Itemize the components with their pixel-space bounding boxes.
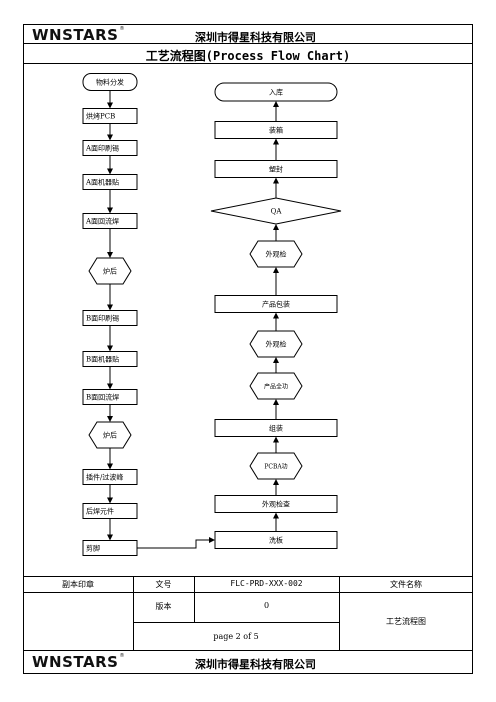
flow-node-l2: 烘烤PCB — [82, 108, 138, 124]
flow-node-label: A面印刷锡 — [85, 144, 119, 153]
flow-node-r11: 外观检查 — [214, 495, 338, 513]
flow-node-label: 炉后 — [103, 431, 117, 440]
flow-node-label: 洗板 — [269, 536, 283, 545]
flow-node-label: 外观检 — [266, 250, 287, 259]
footer-vline-2 — [194, 576, 195, 622]
flow-node-label: 产品全功 — [264, 383, 288, 391]
flow-node-label: 入库 — [269, 88, 283, 97]
flow-node-label: 插件/过波峰 — [86, 473, 123, 482]
flow-node-label: B面印刷锡 — [86, 314, 119, 323]
flow-node-l7: B面印刷锡 — [82, 310, 138, 326]
doc-no-value: FLC-PRD-XXX-002 — [230, 579, 303, 588]
flow-node-r5: 外观检 — [249, 240, 303, 268]
title-divider — [23, 63, 473, 64]
copy-stamp-label: 副本印章 — [62, 580, 94, 589]
footer-inner-divider — [133, 622, 339, 623]
version-label: 版本 — [155, 602, 172, 611]
flow-node-r10: PCBA功 — [249, 452, 303, 480]
flow-node-label: 组装 — [269, 424, 283, 433]
flow-node-r1: 入库 — [214, 82, 338, 102]
flow-node-label: 装箱 — [269, 126, 283, 135]
footer-vline-3 — [339, 576, 340, 650]
flow-node-r12: 洗板 — [214, 531, 338, 549]
flow-node-r7: 外观检 — [249, 330, 303, 358]
footer-company-logo: WNSTARS® — [32, 653, 125, 671]
flow-node-label: B面回流焊 — [86, 393, 119, 402]
flow-node-label: 烘烤PCB — [86, 112, 115, 121]
page-indicator: page 2 of 5 — [213, 632, 259, 641]
flow-node-label: PCBA功 — [264, 463, 287, 471]
flow-node-label: 塑封 — [269, 165, 283, 174]
flow-node-r2: 装箱 — [214, 121, 338, 139]
flow-node-r6: 产品包装 — [214, 295, 338, 313]
company-logo: WNSTARS® — [32, 26, 125, 44]
flow-node-l6: 炉后 — [88, 257, 132, 285]
flow-node-label: QA — [271, 208, 283, 216]
flow-node-label: 后焊元件 — [86, 507, 114, 516]
doc-no-label: 文号 — [155, 580, 172, 589]
flow-node-label: 剪脚 — [86, 544, 100, 553]
flow-node-label: B面机器贴 — [86, 355, 119, 364]
flow-node-label: A面机器贴 — [85, 178, 119, 187]
version-value: 0 — [263, 601, 270, 610]
flow-node-l4: A面机器贴 — [82, 174, 138, 190]
flow-node-r3: 塑封 — [214, 160, 338, 178]
flow-node-l13: 剪脚 — [82, 540, 138, 556]
footer-top-divider — [23, 576, 473, 577]
page-title: 工艺流程图(Process Flow Chart) — [145, 49, 351, 63]
flow-node-l5: A面回流焊 — [82, 213, 138, 229]
flow-node-r9: 组装 — [214, 419, 338, 437]
flow-node-l1: 物料分发 — [82, 73, 138, 91]
bottom-band-divider — [23, 650, 473, 651]
flow-node-label: 外观检查 — [262, 500, 290, 509]
flow-node-r4: QA — [210, 197, 342, 225]
flow-node-l9: B面回流焊 — [82, 389, 138, 405]
footer-vline-1 — [133, 576, 134, 650]
file-name-label: 文件名称 — [390, 580, 422, 589]
footer-row-divider — [23, 592, 473, 593]
flow-connector-arrow — [137, 537, 215, 549]
flow-node-l8: B面机器贴 — [82, 351, 138, 367]
flow-node-label: A面回流焊 — [85, 217, 119, 226]
flow-node-label: 物料分发 — [96, 78, 124, 87]
flow-node-label: 外观检 — [266, 340, 287, 349]
footer-company-name: 深圳市得星科技有限公司 — [195, 658, 316, 671]
flow-node-label: 炉后 — [103, 267, 117, 276]
flow-node-label: 产品包装 — [262, 300, 290, 309]
header-divider — [23, 43, 473, 44]
flow-node-l10: 炉后 — [88, 421, 132, 449]
company-name: 深圳市得星科技有限公司 — [195, 31, 316, 44]
file-name-value: 工艺流程图 — [386, 617, 426, 626]
flow-node-l11: 插件/过波峰 — [82, 469, 138, 485]
flow-node-l12: 后焊元件 — [82, 503, 138, 519]
flow-node-r8: 产品全功 — [249, 372, 303, 400]
page-frame — [23, 24, 473, 674]
flow-node-l3: A面印刷锡 — [82, 140, 138, 156]
